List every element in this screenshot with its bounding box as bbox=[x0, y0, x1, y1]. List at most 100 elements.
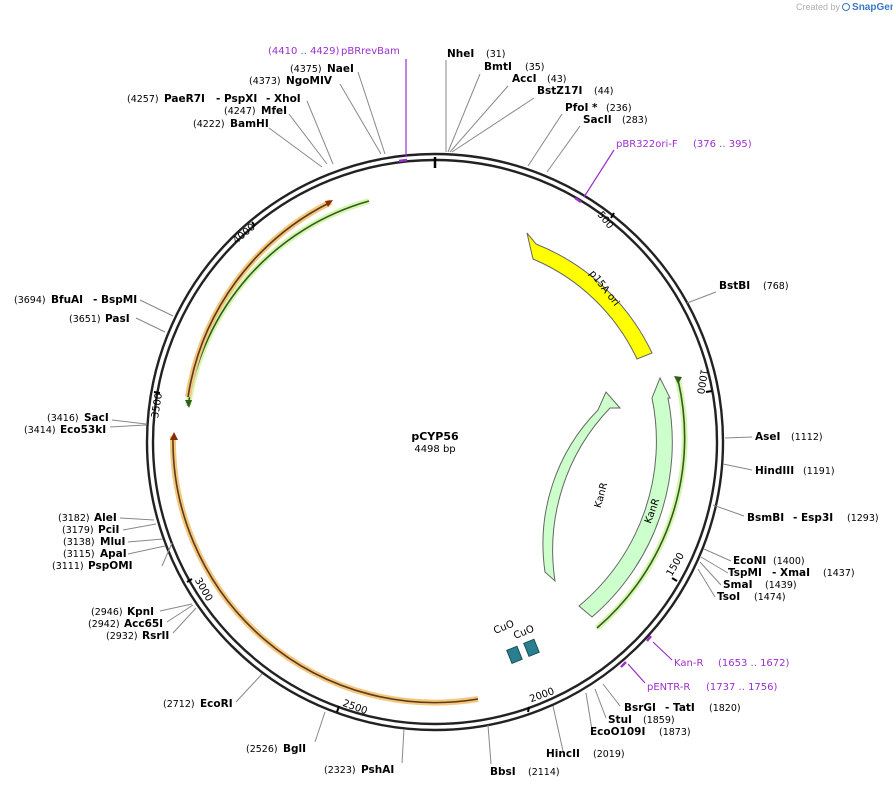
site-hindiii-name[interactable]: HindIII bbox=[755, 465, 794, 477]
site-bstz17i-name[interactable]: BstZ17I bbox=[537, 85, 582, 97]
cuo-label-2: CuO bbox=[512, 624, 536, 642]
kanr-arrow-inner[interactable] bbox=[542, 391, 622, 583]
site-ngomiv-name[interactable]: NgoMIV bbox=[286, 75, 333, 87]
site-acci-name[interactable]: AccI bbox=[512, 73, 536, 85]
site-bgli-name[interactable]: BglI bbox=[283, 743, 306, 755]
primer-pentr-r-range: (1737 .. 1756) bbox=[706, 682, 778, 693]
site-bbsi-name[interactable]: BbsI bbox=[490, 766, 516, 778]
site-apai-pos: (3115) bbox=[63, 549, 95, 560]
site-acci-pos: (43) bbox=[547, 74, 567, 85]
site-tsoi-pos: (1474) bbox=[754, 592, 786, 603]
site-stui-name[interactable]: StuI bbox=[608, 714, 632, 726]
leader-smai bbox=[699, 561, 722, 586]
site-mlui-pos: (3138) bbox=[63, 537, 95, 548]
site-saci-pos: (3416) bbox=[47, 413, 79, 424]
site-nhei-pos: (31) bbox=[486, 49, 506, 60]
leader-alei bbox=[119, 517, 155, 521]
site-naei-pos: (4375) bbox=[290, 64, 322, 75]
site-apai-name[interactable]: ApaI bbox=[100, 548, 127, 560]
site-xmai-name[interactable]: - XmaI bbox=[772, 567, 810, 579]
site-bsrgi-name[interactable]: BsrGI bbox=[624, 702, 656, 714]
site-pspomi-name[interactable]: PspOMI bbox=[88, 560, 133, 572]
site-esp3i-name[interactable]: - Esp3I bbox=[793, 512, 833, 524]
cuo-operator-1[interactable] bbox=[506, 645, 523, 665]
site-eco0109i-name[interactable]: EcoO109I bbox=[590, 726, 645, 738]
leader-pspomi bbox=[161, 542, 173, 567]
primer-pentr-r-name[interactable]: pENTR-R bbox=[647, 682, 690, 693]
plasmid-size: 4498 bp bbox=[414, 444, 455, 455]
site-tsoi-name[interactable]: TsoI bbox=[717, 591, 740, 603]
site-rsrii-name[interactable]: RsrII bbox=[142, 630, 169, 642]
site-bgli-pos: (2526) bbox=[246, 744, 278, 755]
site-saci-name[interactable]: SacI bbox=[84, 412, 109, 424]
site-xhoi-name[interactable]: - XhoI bbox=[266, 93, 301, 105]
site-nhei-name[interactable]: NheI bbox=[447, 48, 474, 60]
site-pspxi-name[interactable]: - PspXI bbox=[216, 93, 257, 105]
site-naei-name[interactable]: NaeI bbox=[327, 63, 354, 75]
tick-mark-3000 bbox=[186, 578, 193, 583]
site-bfuai-name[interactable]: BfuAI bbox=[51, 294, 83, 306]
site-pshai-name[interactable]: PshAI bbox=[361, 764, 394, 776]
site-pspomi-pos: (3111) bbox=[52, 561, 84, 572]
primer-pbrrevbam-name[interactable]: pBRrevBam bbox=[341, 46, 400, 57]
primer-pbr322ori-f-name[interactable]: pBR322ori-F bbox=[616, 139, 678, 150]
leader-rsrii bbox=[172, 607, 197, 634]
site-bsmbi-name[interactable]: BsmBI bbox=[747, 512, 784, 524]
site-pshai-pos: (2323) bbox=[324, 765, 356, 776]
site-smai-name[interactable]: SmaI bbox=[723, 579, 753, 591]
kanr-label-inner: KanR bbox=[593, 481, 610, 509]
site-mlui-name[interactable]: MluI bbox=[100, 536, 125, 548]
p15a-ori-arrow[interactable] bbox=[526, 232, 653, 360]
snapgene-credit: Created bySnapGene bbox=[796, 2, 893, 13]
site-acc65i-name[interactable]: Acc65I bbox=[124, 618, 163, 630]
site-paer7i-name[interactable]: PaeR7I bbox=[164, 93, 205, 105]
site-ecori-name[interactable]: EcoRI bbox=[200, 698, 233, 710]
site-pfoi-name[interactable]: PfoI * bbox=[565, 102, 598, 114]
site-kpni-name[interactable]: KpnI bbox=[127, 606, 154, 618]
orf-orange-lower-halo bbox=[169, 435, 479, 706]
site-pasi-name[interactable]: PasI bbox=[105, 313, 130, 325]
backbone-outer bbox=[145, 152, 725, 732]
site-hincii-name[interactable]: HincII bbox=[546, 748, 580, 760]
site-alei-name[interactable]: AleI bbox=[94, 512, 117, 524]
site-kpni-pos: (2946) bbox=[91, 607, 123, 618]
primer-pbrrevbam-mark bbox=[398, 158, 408, 163]
credit-prefix: Created by bbox=[796, 2, 841, 12]
leader-pfoi bbox=[527, 113, 563, 167]
plasmid-name: pCYP56 bbox=[411, 430, 459, 443]
leader-asei bbox=[724, 436, 753, 439]
tick-mark-4000 bbox=[251, 221, 256, 227]
site-pcii-name[interactable]: PciI bbox=[98, 524, 119, 536]
leader-acc65i bbox=[166, 604, 194, 623]
kanr-arrow-outer[interactable] bbox=[578, 376, 673, 618]
leader-bamhi bbox=[268, 127, 323, 168]
site-tspmi-pos: (1437) bbox=[823, 568, 855, 579]
leader-bmti bbox=[447, 73, 481, 153]
leader-bstbi bbox=[686, 291, 717, 304]
site-bmti-name[interactable]: BmtI bbox=[484, 61, 512, 73]
site-eco0109i-pos: (1873) bbox=[659, 727, 691, 738]
site-sacii-name[interactable]: SacII bbox=[583, 114, 612, 126]
site-alei-pos: (3182) bbox=[58, 513, 90, 524]
leader-econi bbox=[703, 548, 732, 562]
site-bamhi-name[interactable]: BamHI bbox=[230, 118, 269, 130]
leader-bsmbi bbox=[712, 504, 745, 517]
leader-sacii bbox=[546, 125, 581, 173]
site-bstbi-name[interactable]: BstBI bbox=[719, 280, 750, 292]
site-bspmi-name[interactable]: - BspMI bbox=[93, 294, 137, 306]
primer-pentr-r-mark bbox=[620, 661, 627, 668]
primer-kan-r-mark bbox=[646, 635, 652, 642]
cuo-operator-2[interactable] bbox=[523, 638, 540, 658]
site-tspmi-name[interactable]: TspMI bbox=[728, 567, 762, 579]
site-stui-pos: (1859) bbox=[643, 715, 675, 726]
primer-kan-r-name[interactable]: Kan-R bbox=[674, 658, 703, 669]
site-bbsi-pos: (2114) bbox=[528, 767, 560, 778]
site-asei-name[interactable]: AseI bbox=[755, 431, 780, 443]
site-econi-name[interactable]: EcoNI bbox=[733, 555, 766, 567]
site-sacii-pos: (283) bbox=[622, 115, 648, 126]
leader-pshai bbox=[401, 728, 405, 764]
site-tati-name[interactable]: - TatI bbox=[665, 702, 695, 714]
site-eco53ki-name[interactable]: Eco53kI bbox=[60, 424, 106, 436]
leader-kpni bbox=[159, 603, 193, 612]
site-mfei-name[interactable]: MfeI bbox=[261, 105, 287, 117]
